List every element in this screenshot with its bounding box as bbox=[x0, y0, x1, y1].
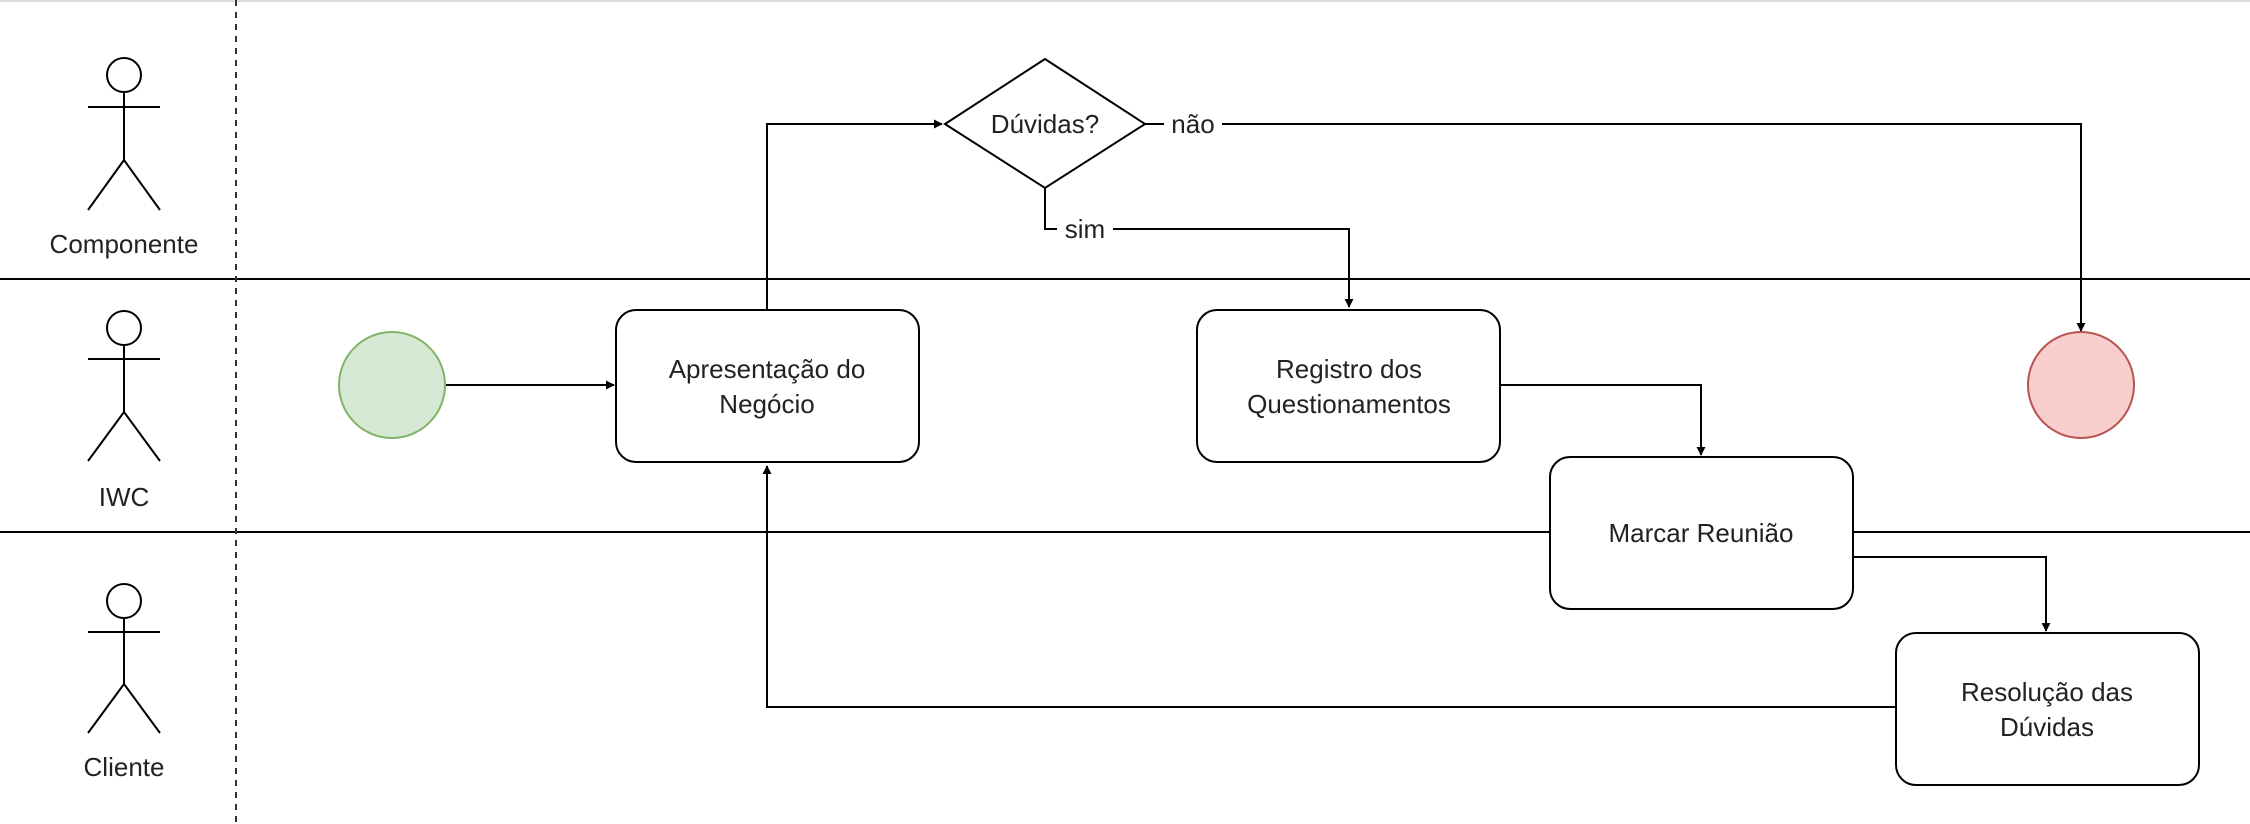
gateway-duvidas-label: Dúvidas? bbox=[991, 109, 1099, 139]
actor-iwc: IWC bbox=[87, 310, 161, 512]
actor-label-cliente: Cliente bbox=[84, 752, 165, 782]
stick-figure-icon bbox=[87, 57, 161, 211]
task-registro-line2: Questionamentos bbox=[1247, 389, 1451, 419]
edge-registro-to-marcar bbox=[1500, 384, 1706, 456]
end-event[interactable] bbox=[2027, 331, 2135, 439]
edge-label-sim-text: sim bbox=[1065, 214, 1105, 244]
edge-label-nao: não bbox=[1164, 109, 1222, 139]
edge-label-nao-text: não bbox=[1171, 109, 1214, 139]
edge-marcar-to-resolucao bbox=[1853, 556, 2051, 632]
stick-figure-icon bbox=[87, 583, 161, 734]
task-apresentacao-line1: Apresentação do bbox=[669, 354, 866, 384]
stick-figure-icon bbox=[87, 310, 161, 462]
edge-duvidas-to-registro-sim bbox=[1044, 188, 1354, 308]
task-resolucao-line1: Resolução das bbox=[1961, 677, 2133, 707]
actor-cliente: Cliente bbox=[84, 583, 165, 782]
edge-duvidas-to-end-nao bbox=[1145, 123, 2086, 332]
task-marcar-label: Marcar Reunião bbox=[1609, 518, 1794, 548]
edge-resolucao-to-apresentacao bbox=[762, 465, 1896, 708]
edge-label-sim: sim bbox=[1057, 214, 1113, 244]
task-resolucao-das-duvidas[interactable]: Resolução das Dúvidas bbox=[1895, 632, 2200, 786]
task-registro-line1: Registro dos bbox=[1276, 354, 1422, 384]
start-event[interactable] bbox=[338, 331, 446, 439]
actor-componente: Componente bbox=[50, 57, 199, 259]
task-apresentacao-do-negocio[interactable]: Apresentação do Negócio bbox=[615, 309, 920, 463]
task-registro-dos-questionamentos[interactable]: Registro dos Questionamentos bbox=[1196, 309, 1501, 463]
task-resolucao-line2: Dúvidas bbox=[2000, 712, 2094, 742]
actor-label-iwc: IWC bbox=[99, 482, 150, 512]
task-marcar-reuniao[interactable]: Marcar Reunião bbox=[1549, 456, 1854, 610]
gateway-duvidas[interactable]: Dúvidas? bbox=[943, 57, 1147, 190]
task-apresentacao-line2: Negócio bbox=[719, 389, 814, 419]
actor-label-componente: Componente bbox=[50, 229, 199, 259]
edge-apresentacao-to-duvidas bbox=[766, 119, 943, 310]
